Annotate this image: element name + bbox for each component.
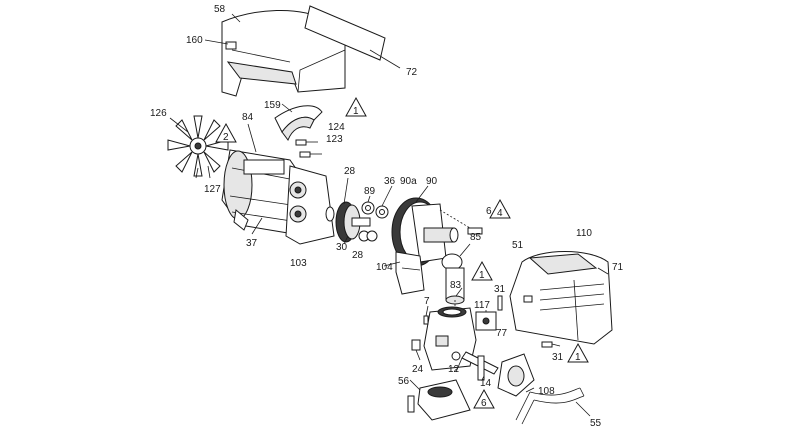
washer-89	[361, 201, 375, 215]
callout-58: 58	[214, 4, 226, 15]
callout-84: 84	[242, 112, 254, 123]
note-triangle-1c: 1	[567, 342, 589, 363]
callout-72: 72	[406, 67, 418, 78]
gear-housing	[391, 197, 459, 267]
callout-127: 127	[204, 184, 221, 195]
callout-117: 117	[474, 300, 490, 311]
callout-12: 12	[448, 364, 460, 375]
callout-30: 30	[336, 242, 348, 253]
housing-base	[395, 251, 425, 295]
note-triangle-4: 4	[489, 198, 511, 219]
leader-lines	[169, 13, 609, 417]
callout-28b: 28	[352, 250, 364, 261]
cylinder-head	[423, 306, 477, 371]
callout-89: 89	[364, 186, 376, 197]
callout-160: 160	[186, 35, 203, 46]
callout-36: 36	[384, 176, 396, 187]
clamp-bracket	[407, 379, 471, 421]
callout-159: 159	[264, 100, 281, 111]
callout-85: 85	[470, 232, 482, 243]
note-number: 1	[353, 106, 359, 117]
callout-24: 24	[412, 364, 424, 375]
note-number: 4	[497, 208, 503, 219]
callout-7: 7	[424, 296, 430, 307]
callout-77: 77	[496, 328, 508, 339]
screw-123	[299, 151, 322, 158]
fitting-24	[411, 339, 421, 351]
fan-blade	[167, 115, 229, 177]
washer-28b	[358, 230, 378, 242]
callout-55: 55	[590, 418, 602, 429]
screw-7	[423, 315, 429, 325]
screw-31a	[497, 295, 503, 311]
callout-90a: 90a	[400, 176, 417, 187]
callout-28a: 28	[344, 166, 356, 177]
note-triangle-1a: 1	[345, 96, 367, 117]
label-plate	[304, 5, 386, 61]
motor-body	[221, 149, 309, 236]
callout-124: 124	[328, 122, 345, 133]
callout-110: 110	[576, 228, 592, 239]
screw-31b	[541, 341, 561, 348]
callout-14: 14	[480, 378, 492, 389]
callout-31a: 31	[494, 284, 506, 295]
note-triangle-1b: 1	[471, 260, 493, 281]
bolt-6	[467, 227, 483, 235]
callout-126: 126	[150, 108, 167, 119]
note-triangle-2: 2	[215, 122, 237, 143]
note-triangle-6: 6	[473, 388, 495, 409]
hose-55	[515, 387, 585, 425]
callout-6: 6	[486, 206, 492, 217]
callout-123: 123	[326, 134, 343, 145]
pin-14	[477, 355, 485, 381]
callout-labels: 58 160 72 159 124 123 126 84 127 28 89 3…	[150, 4, 624, 429]
callout-108: 108	[538, 386, 555, 397]
note-number: 1	[479, 270, 485, 281]
note-number: 2	[223, 132, 229, 143]
note-number: 6	[481, 398, 487, 409]
callout-37: 37	[246, 238, 258, 249]
valve-117	[475, 311, 497, 331]
belt-guard	[274, 105, 323, 142]
washer-28a	[325, 206, 335, 222]
callout-83: 83	[450, 280, 462, 291]
callout-51: 51	[512, 240, 524, 251]
washer-36	[375, 205, 389, 219]
crank-30	[335, 201, 371, 243]
valve-plate-108	[497, 353, 535, 397]
screw-124	[295, 139, 318, 146]
callout-103: 103	[290, 258, 307, 269]
callout-90: 90	[426, 176, 438, 187]
callout-56: 56	[398, 376, 410, 387]
callout-71: 71	[612, 262, 624, 273]
callout-104: 104	[376, 262, 393, 273]
outlet-cover	[509, 251, 613, 345]
motor-end-bell	[285, 165, 335, 245]
note-number: 1	[575, 352, 581, 363]
callout-31b: 31	[552, 352, 564, 363]
